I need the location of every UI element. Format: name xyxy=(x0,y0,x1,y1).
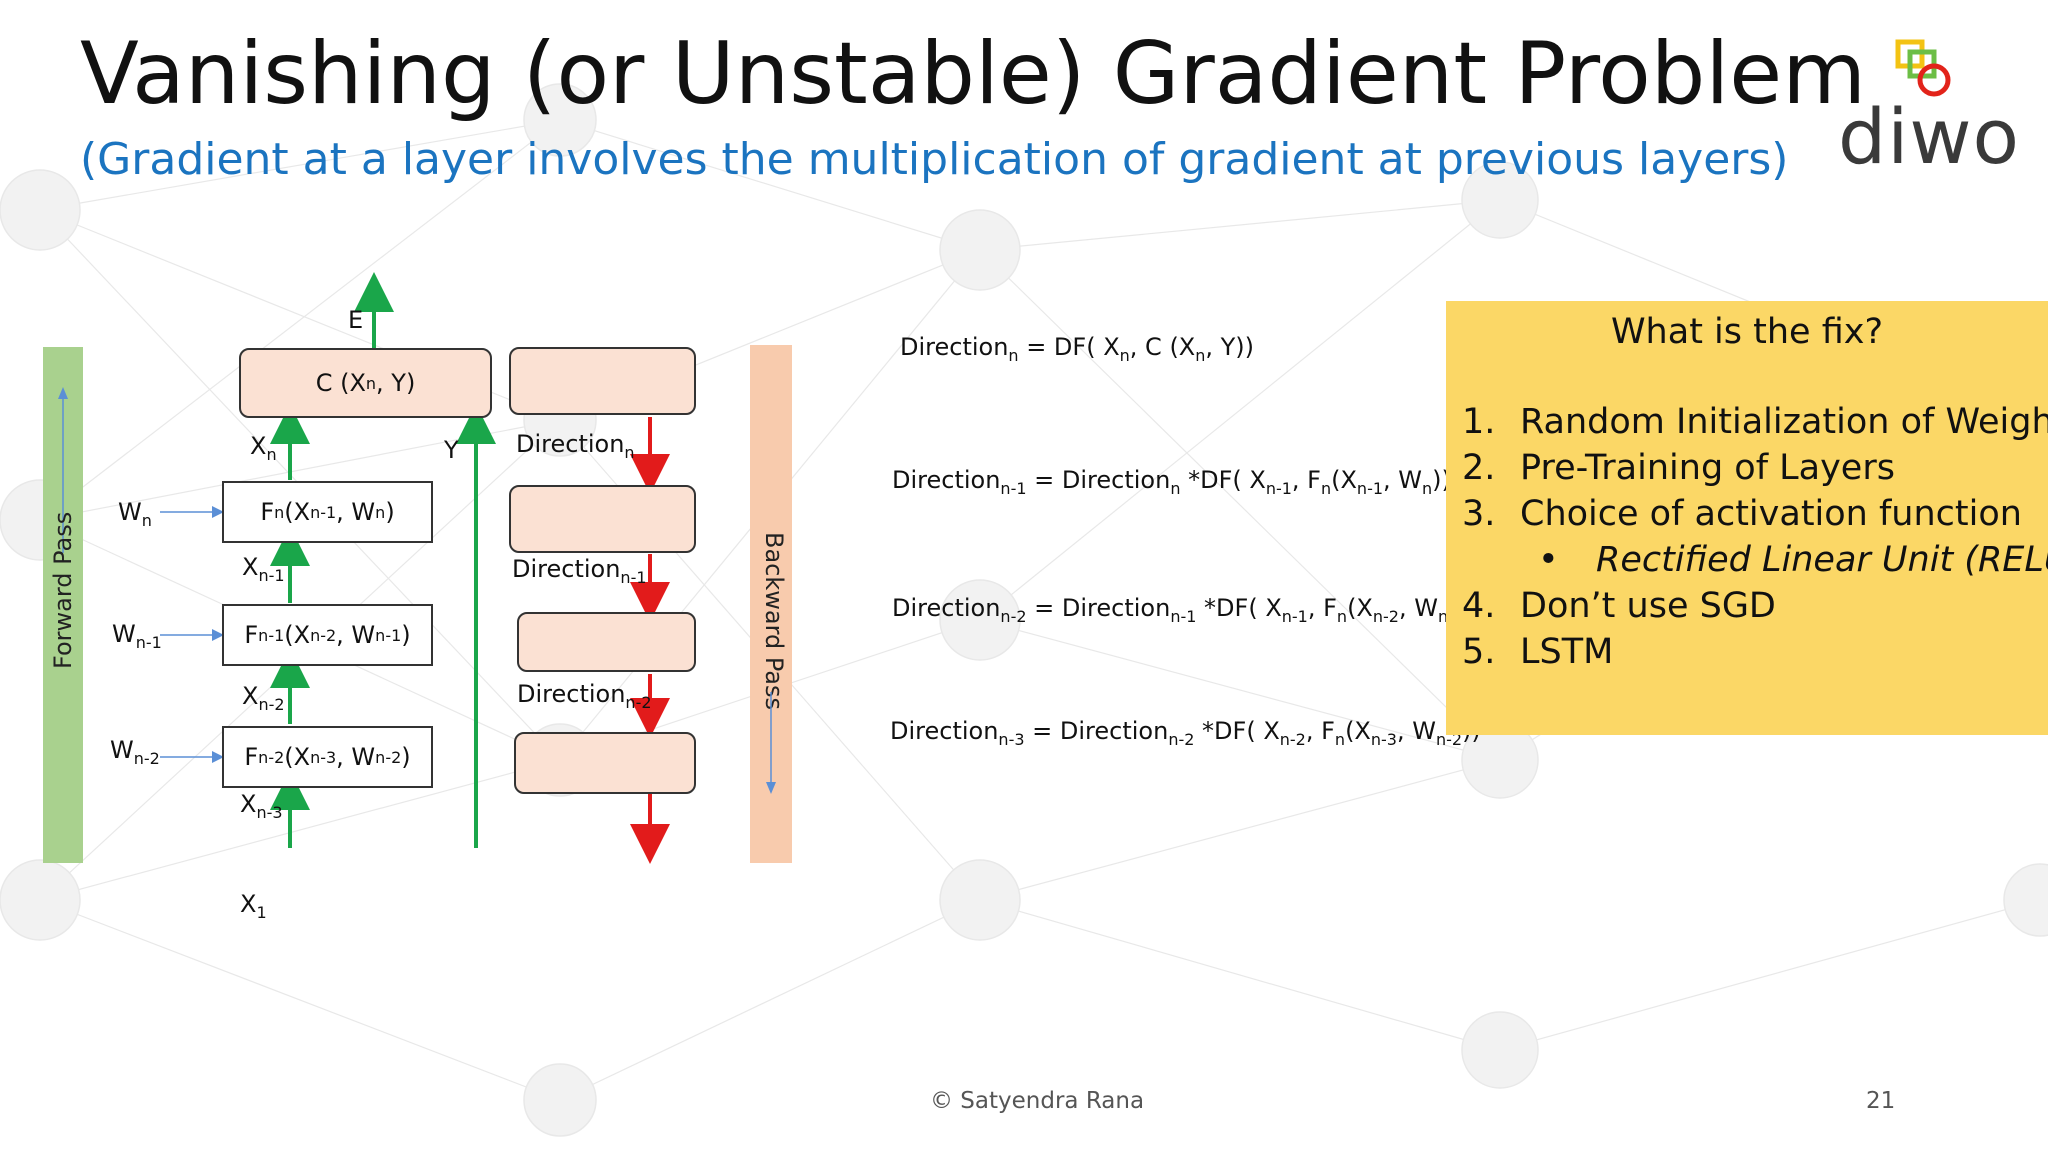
fix-item-2-number: 2. xyxy=(1462,448,1496,488)
fix-subitem-bullet: • xyxy=(1538,540,1559,580)
backward-pass-arrow-icon xyxy=(766,692,776,794)
slide-subtitle: (Gradient at a layer involves the multip… xyxy=(80,134,1789,185)
fix-title: What is the fix? xyxy=(1610,312,1884,352)
equation-direction-n2: Directionn-2 = Directionn-1 *DF( Xn-1, F… xyxy=(892,594,1483,626)
direction-n1-label: Directionn-1 xyxy=(512,555,647,587)
fix-item-3-number: 3. xyxy=(1462,494,1496,534)
y-label: Y xyxy=(444,436,459,464)
equation-direction-n: Directionn = DF( Xn, C (Xn, Y)) xyxy=(900,333,1255,365)
fix-item-3: Choice of activation function xyxy=(1520,494,2022,534)
wn1-label: Wn-1 xyxy=(112,620,162,652)
diwo-logo-icon xyxy=(1895,39,1951,97)
equation-direction-n3: Directionn-3 = Directionn-2 *DF( Xn-2, F… xyxy=(890,717,1481,749)
backward-node-2 xyxy=(509,485,696,553)
slide-title: Vanishing (or Unstable) Gradient Problem xyxy=(80,24,1866,124)
fix-item-1: Random Initialization of Weights xyxy=(1520,402,2048,442)
fix-item-4: Don’t use SGD xyxy=(1520,586,1776,626)
fix-item-5: LSTM xyxy=(1520,632,1614,672)
page-number: 21 xyxy=(1866,1088,1896,1114)
fix-item-2: Pre-Training of Layers xyxy=(1520,448,1895,488)
xn1-label: Xn-1 xyxy=(242,553,285,585)
logo-wordmark: diwo xyxy=(1838,92,2021,181)
direction-n-label: Directionn xyxy=(516,430,635,462)
xn2-label: Xn-2 xyxy=(242,682,285,714)
fix-box xyxy=(1446,301,2048,735)
direction-n2-label: Directionn-2 xyxy=(517,680,652,712)
wn2-label: Wn-2 xyxy=(110,736,160,768)
backward-node-3 xyxy=(517,612,696,672)
fix-item-4-number: 4. xyxy=(1462,586,1496,626)
forward-pass-arrow-icon xyxy=(58,387,68,553)
x1-label: X1 xyxy=(240,890,267,922)
fix-item-1-number: 1. xyxy=(1462,402,1496,442)
footer-copyright: © Satyendra Rana xyxy=(930,1088,1145,1114)
fix-item-5-number: 5. xyxy=(1462,632,1496,672)
fix-subitem-relu: Rectified Linear Unit (RELU) xyxy=(1596,540,2048,580)
wn-label: Wn xyxy=(118,498,152,530)
xn3-label: Xn-3 xyxy=(240,790,283,822)
e-label: E xyxy=(348,306,364,334)
xn-label: Xn xyxy=(250,432,277,464)
equation-direction-n1: Directionn-1 = Directionn *DF( Xn-1, Fn(… xyxy=(892,466,1451,498)
backward-node-4 xyxy=(514,732,696,794)
backward-node-1 xyxy=(509,347,696,415)
